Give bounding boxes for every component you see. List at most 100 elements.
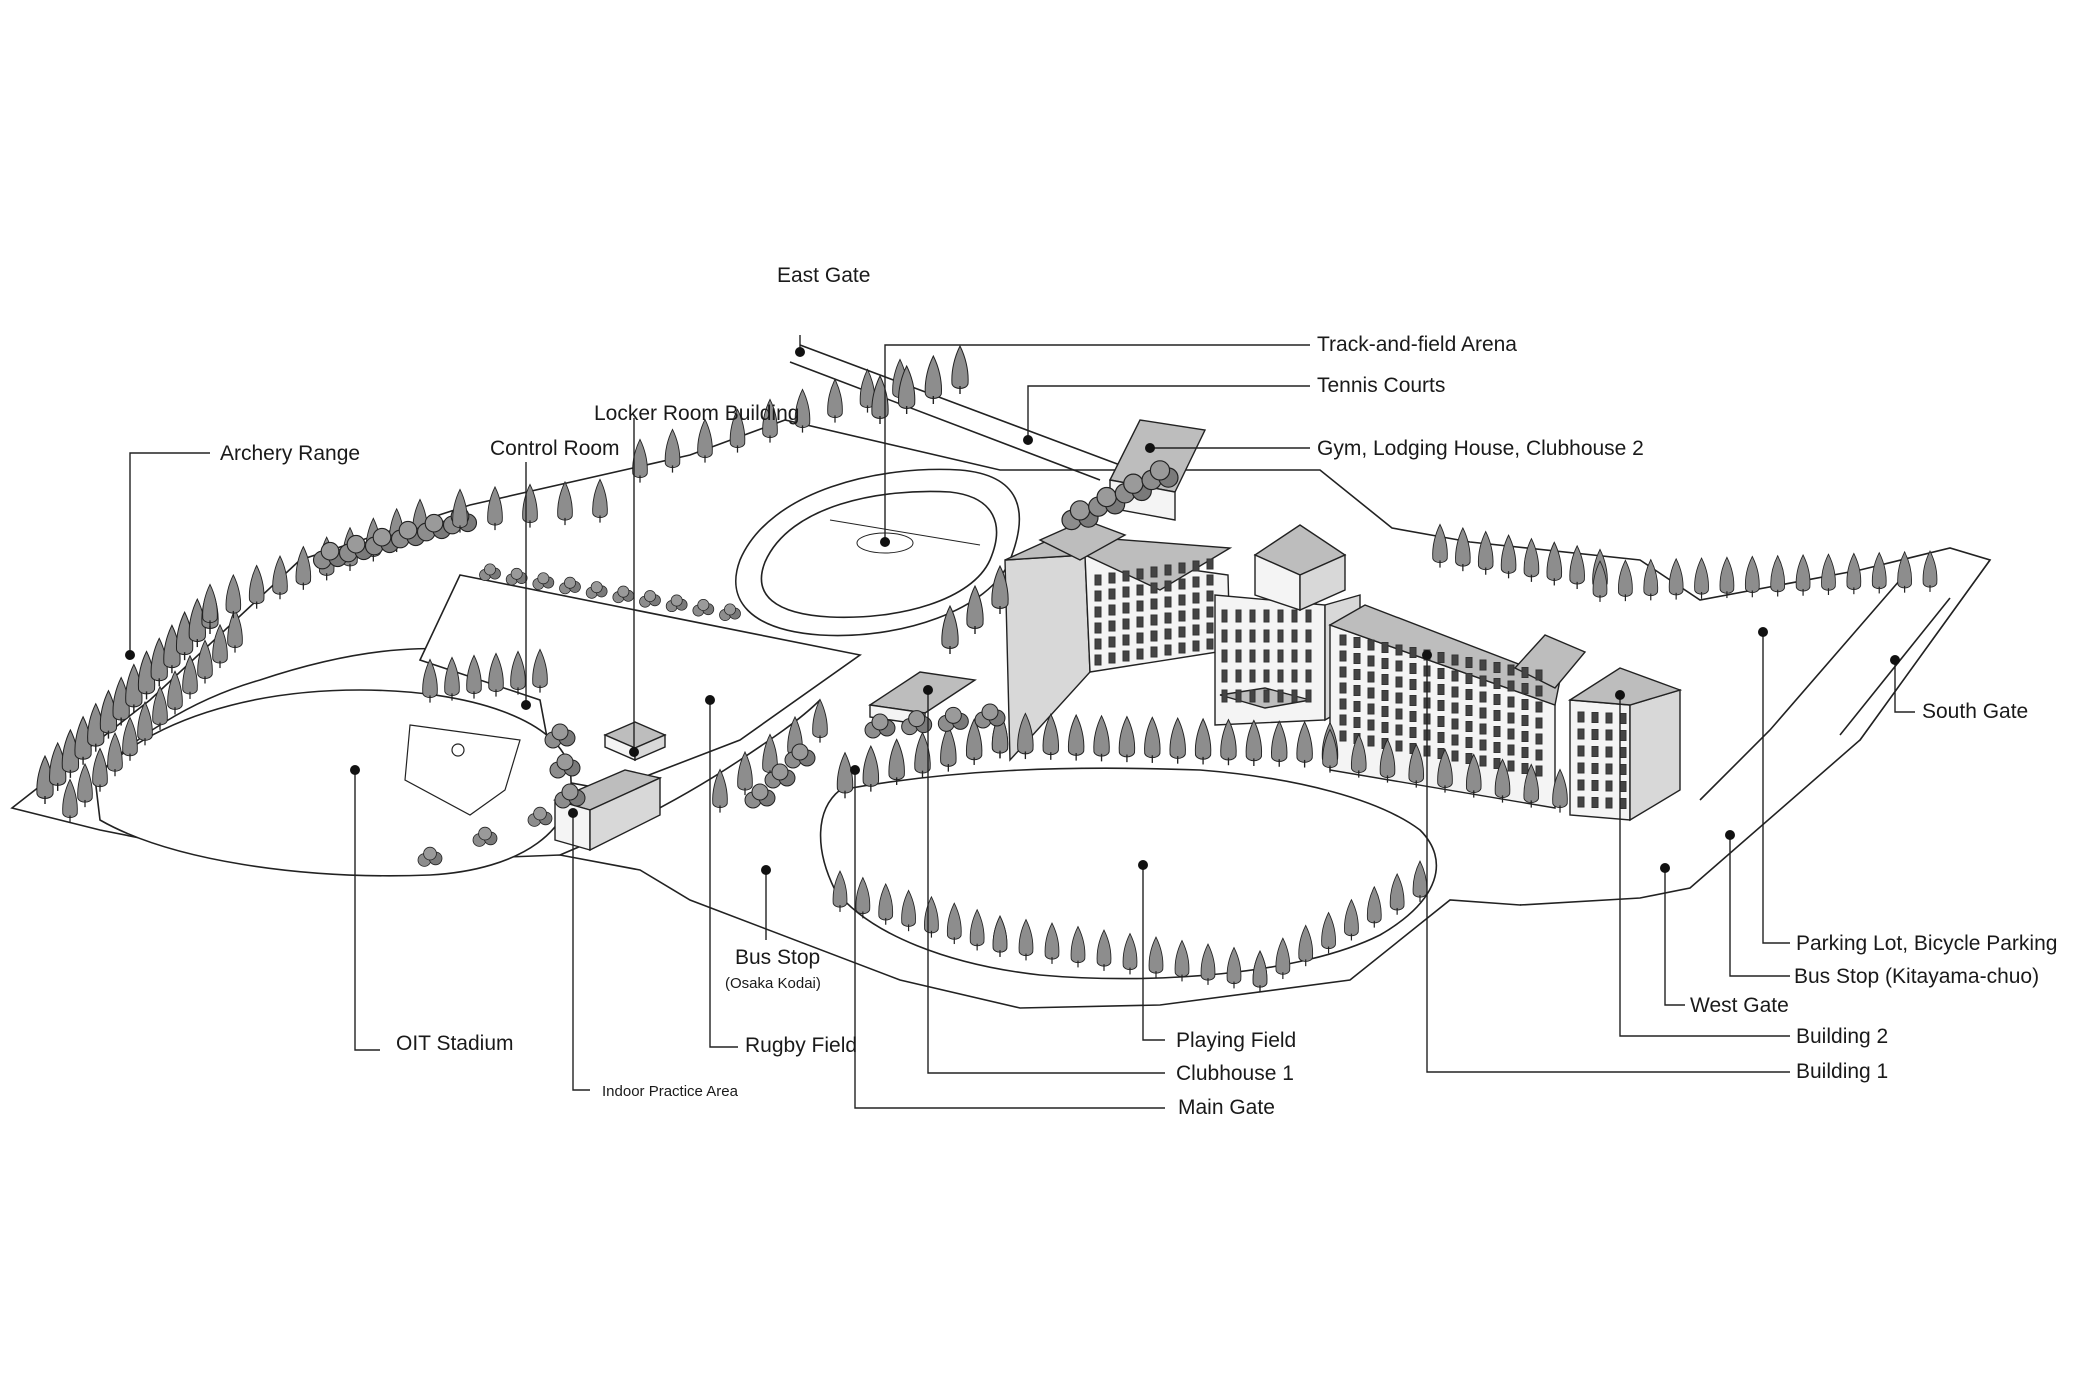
window-mark: [1192, 624, 1200, 636]
window-mark: [1339, 730, 1347, 742]
label-locker-room-building[interactable]: Locker Room Building: [594, 402, 799, 425]
label-clubhouse-1[interactable]: Clubhouse 1: [1176, 1062, 1294, 1085]
window-mark: [1409, 647, 1417, 658]
window-mark: [1136, 568, 1144, 580]
window-mark: [1094, 622, 1102, 634]
label-east-gate[interactable]: East Gate: [777, 264, 870, 287]
window-mark: [1395, 724, 1403, 736]
label-playing-field[interactable]: Playing Field: [1176, 1029, 1296, 1052]
label-south-gate[interactable]: South Gate: [1922, 700, 2028, 723]
window-mark: [1192, 592, 1200, 604]
window-mark: [1249, 629, 1256, 643]
window-mark: [1409, 695, 1417, 706]
window-mark: [1164, 612, 1172, 624]
window-mark: [1150, 614, 1158, 626]
window-mark: [1591, 763, 1599, 774]
window-mark: [1437, 652, 1445, 663]
label-track-field-arena[interactable]: Track-and-field Arena: [1317, 333, 1517, 356]
window-mark: [1353, 637, 1361, 648]
window-mark: [1507, 664, 1515, 676]
window-mark: [1136, 616, 1144, 628]
window-mark: [1353, 669, 1361, 680]
window-mark: [1437, 684, 1445, 695]
label-gym-lodging-clubhouse2[interactable]: Gym, Lodging House, Clubhouse 2: [1317, 437, 1644, 460]
window-mark: [1094, 638, 1102, 650]
window-mark: [1206, 574, 1214, 586]
conifer-tree-icon: [1546, 541, 1563, 587]
window-mark: [1409, 663, 1417, 674]
window-mark: [1339, 698, 1347, 710]
window-mark: [1221, 609, 1228, 623]
building-windows: [1094, 558, 1627, 809]
locker-room-building-shape: [603, 721, 667, 762]
window-mark: [1164, 596, 1172, 608]
window-mark: [1451, 734, 1459, 746]
window-mark: [1353, 701, 1361, 712]
window-mark: [1108, 588, 1116, 600]
window-mark: [1619, 730, 1627, 741]
window-mark: [1451, 670, 1459, 682]
map-labels: East Gate Track-and-field Arena Tennis C…: [220, 264, 2057, 1119]
window-mark: [1381, 690, 1389, 701]
window-mark: [1249, 649, 1256, 663]
window-mark: [1206, 606, 1214, 618]
conifer-tree-icon: [225, 574, 242, 619]
conifer-tree-icon: [272, 555, 288, 600]
window-mark: [1263, 629, 1270, 643]
window-mark: [1235, 689, 1242, 703]
label-tennis-courts[interactable]: Tennis Courts: [1317, 374, 1445, 397]
window-mark: [1451, 686, 1459, 698]
window-mark: [1535, 701, 1543, 713]
window-mark: [1122, 586, 1130, 598]
window-mark: [1136, 600, 1144, 612]
label-oit-stadium[interactable]: OIT Stadium: [396, 1032, 514, 1055]
window-mark: [1437, 668, 1445, 679]
label-rugby-field[interactable]: Rugby Field: [745, 1034, 857, 1057]
window-mark: [1108, 620, 1116, 632]
window-mark: [1619, 713, 1627, 724]
window-mark: [1451, 750, 1459, 762]
conifer-tree-icon: [1795, 554, 1811, 597]
window-mark: [1367, 671, 1375, 683]
conifer-tree-icon: [664, 428, 681, 474]
window-mark: [1150, 566, 1158, 578]
conifer-tree-icon: [295, 545, 312, 591]
window-mark: [1437, 732, 1445, 743]
window-mark: [1206, 638, 1214, 650]
conifer-tree-icon: [1454, 527, 1471, 572]
label-bus-stop-kitayama[interactable]: Bus Stop (Kitayama-chuo): [1794, 965, 2039, 988]
window-mark: [1409, 727, 1417, 738]
window-mark: [1465, 689, 1473, 700]
window-mark: [1465, 673, 1473, 684]
label-building-2[interactable]: Building 2: [1796, 1025, 1888, 1048]
window-mark: [1507, 712, 1515, 724]
label-indoor-practice-area[interactable]: Indoor Practice Area: [602, 1083, 739, 1100]
window-mark: [1521, 763, 1529, 774]
label-main-gate[interactable]: Main Gate: [1178, 1096, 1275, 1119]
window-mark: [1577, 745, 1585, 757]
label-control-room[interactable]: Control Room: [490, 437, 620, 460]
label-bus-stop[interactable]: Bus Stop: [735, 946, 820, 969]
window-mark: [1339, 666, 1347, 678]
label-parking-lot[interactable]: Parking Lot, Bicycle Parking: [1796, 932, 2057, 955]
window-mark: [1409, 711, 1417, 722]
label-building-1[interactable]: Building 1: [1796, 1060, 1888, 1083]
conifer-tree-icon: [951, 345, 969, 395]
label-archery-range[interactable]: Archery Range: [220, 442, 360, 465]
window-mark: [1353, 717, 1361, 728]
window-mark: [1493, 694, 1501, 705]
window-mark: [1221, 689, 1228, 703]
label-west-gate[interactable]: West Gate: [1690, 994, 1789, 1017]
window-mark: [1493, 678, 1501, 689]
window-mark: [1221, 629, 1228, 643]
window-mark: [1235, 629, 1242, 643]
conifer-tree-icon: [871, 375, 889, 425]
window-mark: [1192, 560, 1200, 572]
window-mark: [1521, 731, 1529, 742]
window-mark: [1493, 758, 1501, 769]
window-mark: [1263, 689, 1270, 703]
conifer-tree-icon: [1871, 552, 1887, 595]
window-mark: [1381, 658, 1389, 669]
window-mark: [1221, 649, 1228, 663]
window-mark: [1094, 606, 1102, 618]
